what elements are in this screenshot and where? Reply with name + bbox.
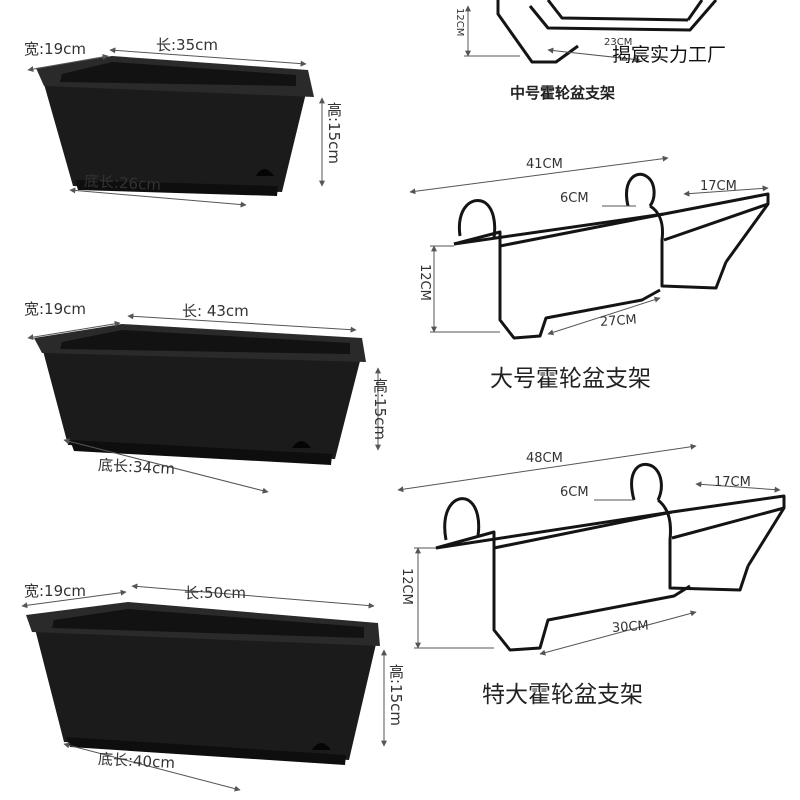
planter-2-height-label: 高:15cm (371, 378, 389, 440)
rack-3-hook-label: 6CM (560, 485, 589, 500)
planter-1-base-label: 底长:26cm (83, 172, 162, 195)
planter-box-large (26, 602, 380, 765)
planter-1-length-label: 长:35cm (156, 36, 218, 54)
rack-3-depth-label: 17CM (714, 475, 751, 490)
rack-1-dimensions (464, 5, 641, 63)
planter-2-width-label: 宽:19cm (24, 300, 86, 318)
planter-1-height-label: 高:15cm (325, 102, 343, 164)
planter-1-width-label: 宽:19cm (24, 40, 86, 58)
planter-box-small (36, 56, 314, 196)
rack-1-caption: 中号霍轮盆支架 (510, 84, 616, 102)
rack-3-height-label: 12CM (399, 568, 414, 605)
planter-3-dimensions (21, 583, 387, 792)
rack-2-caption: 大号霍轮盆支架 (490, 366, 651, 392)
planter-2-length-label: 长: 43cm (182, 302, 249, 320)
planter-3-base-label: 底长:40cm (97, 750, 176, 773)
rack-2-dimensions (409, 155, 769, 336)
rack-1-height-label: 12CM (454, 8, 465, 37)
planter-3-length-label: 长:50cm (184, 584, 246, 602)
rack-extra-large (435, 463, 786, 652)
planter-3-height-label: 高:15cm (387, 664, 405, 726)
planter-box-medium (34, 324, 366, 465)
planter-1-dimensions (27, 47, 325, 208)
brand-watermark: 揭宸实力工厂 (612, 44, 727, 66)
rack-2-hook-label: 6CM (560, 191, 589, 206)
rack-3-dimensions (397, 443, 781, 656)
planter-2-base-label: 底长:34cm (97, 456, 176, 479)
rack-3-caption: 特大霍轮盆支架 (482, 682, 643, 708)
rack-3-top-label: 48CM (526, 451, 563, 466)
rack-2-top-label: 41CM (526, 157, 563, 172)
planter-3-width-label: 宽:19cm (24, 582, 86, 600)
rack-2-depth-label: 17CM (700, 179, 737, 194)
rack-1-length-label: 23CM (604, 37, 633, 48)
planter-2-dimensions (27, 313, 381, 494)
rack-2-height-label: 12CM (417, 264, 432, 301)
rack-3-bottom-label: 30CM (611, 618, 650, 636)
rack-2-bottom-label: 27CM (599, 312, 638, 330)
